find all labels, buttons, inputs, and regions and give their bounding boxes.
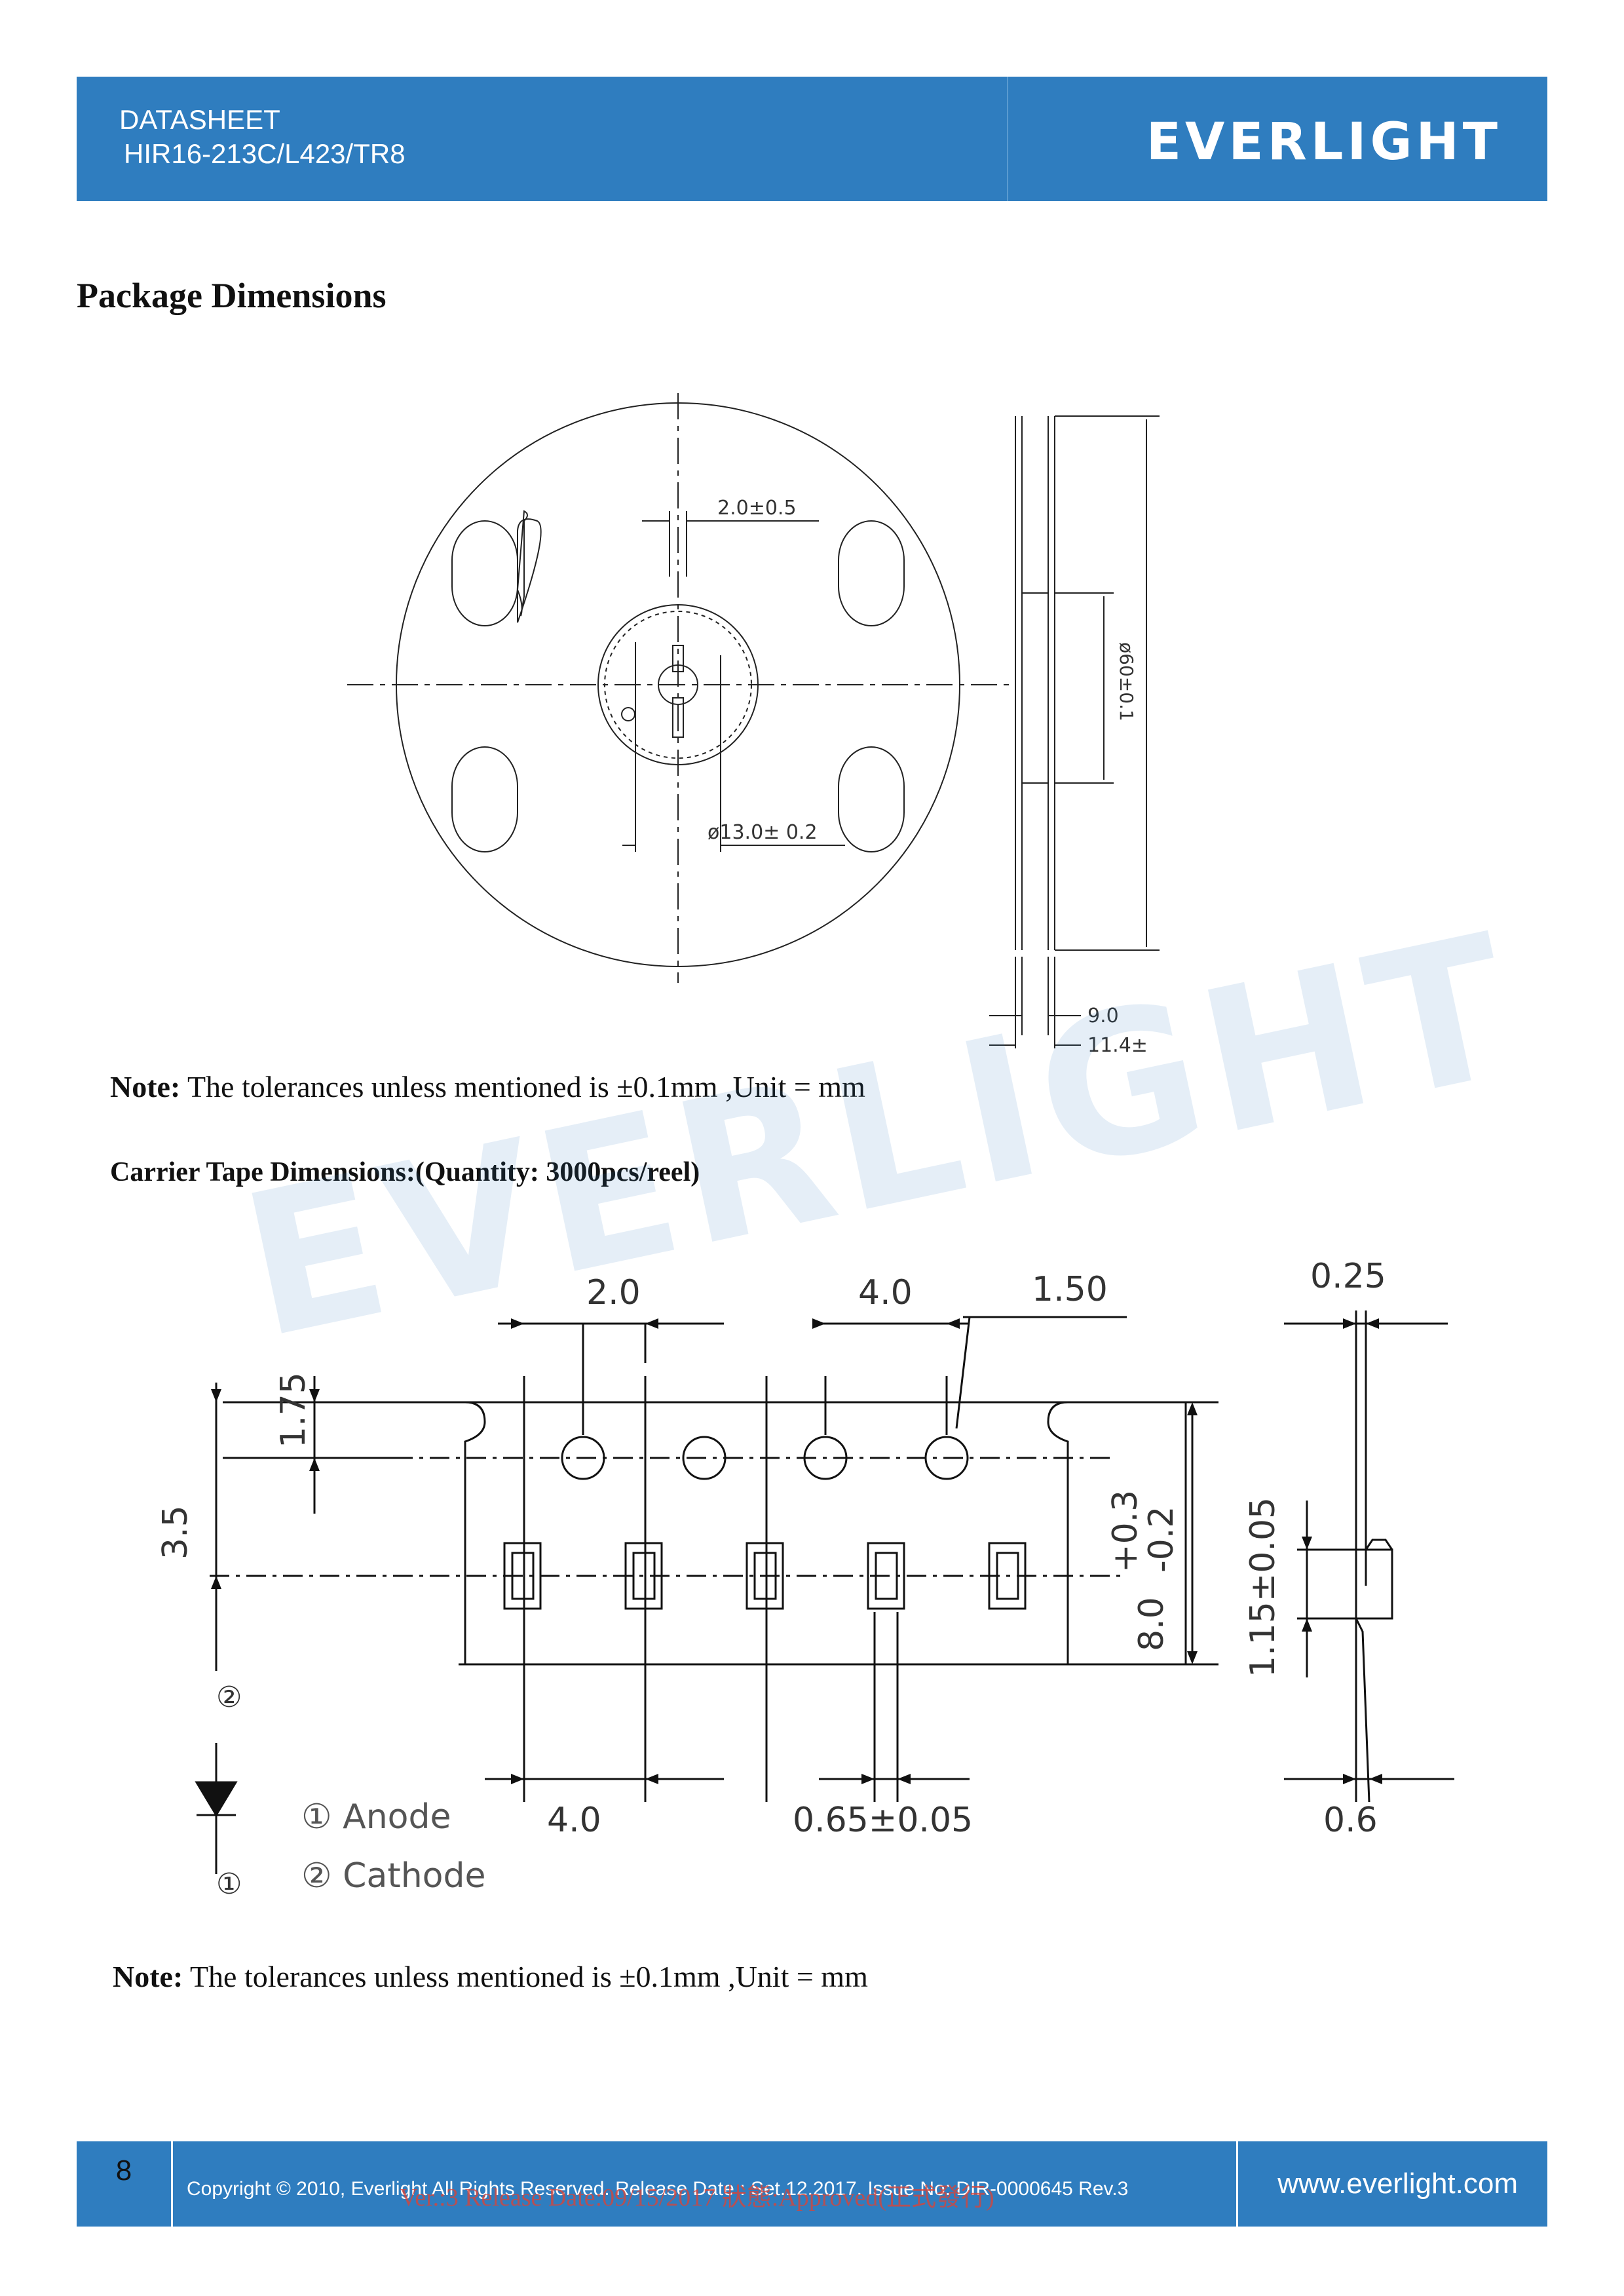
doc-type-label: DATASHEET bbox=[119, 104, 280, 135]
pin1-marker: ① bbox=[216, 1867, 242, 1901]
dim-hub-diameter: ø13.0± 0.2 bbox=[708, 821, 818, 844]
header-divider bbox=[1007, 77, 1008, 201]
note-text: The tolerances unless mentioned is ±0.1m… bbox=[183, 1960, 868, 1993]
dim-tape-width-tol-plus: +0.3 bbox=[1106, 1490, 1145, 1573]
part-number: HIR16-213C/L423/TR8 bbox=[124, 138, 406, 169]
dim-hub-slot: 2.0±0.5 bbox=[717, 497, 797, 520]
note-label: Note: bbox=[110, 1070, 181, 1103]
dim-tape-width-tol-minus: -0.2 bbox=[1142, 1506, 1181, 1573]
release-stamp: Ver.:3 Release Date:09/15/2017 狀態:Approv… bbox=[400, 2184, 994, 2211]
dim-inner-width: 9.0 bbox=[1087, 1004, 1119, 1027]
page-title: Package Dimensions bbox=[77, 276, 387, 315]
website-link[interactable]: www.everlight.com bbox=[1277, 2168, 1518, 2200]
dim-pocket-depth: 1.15±0.05 bbox=[1243, 1497, 1283, 1677]
header-bar: DATASHEET HIR16-213C/L423/TR8 EVERLIGHT bbox=[77, 77, 1547, 201]
footer-divider bbox=[1236, 2141, 1238, 2227]
footer-bar: 8 Copyright © 2010, Everlight All Rights… bbox=[77, 2141, 1547, 2227]
copyright-text: Copyright © 2010, Everlight All Rights R… bbox=[187, 2178, 1129, 2200]
dim-pocket-pitch: 4.0 bbox=[547, 1801, 601, 1840]
note-label: Note: bbox=[113, 1960, 183, 1993]
carrier-tape-drawing: 2.0 4.0 1.50 0.25 1.75 3.5 8.0 +0.3 -0.2… bbox=[156, 1257, 1454, 1901]
brand-logo: EVERLIGHT bbox=[1146, 113, 1501, 172]
dim-center-offset: 3.5 bbox=[156, 1505, 195, 1559]
dim-hole-pitch: 4.0 bbox=[858, 1273, 913, 1312]
legend-anode: ① Anode bbox=[301, 1797, 451, 1837]
dim-tape-width: 8.0 bbox=[1132, 1597, 1171, 1651]
note-reel: Note: The tolerances unless mentioned is… bbox=[110, 1069, 865, 1104]
legend-cathode: ② Cathode bbox=[301, 1856, 485, 1896]
reel-drawing: 2.0±0.5 ø13.0± 0.2 ø60±0.1 9.0 11.4± bbox=[347, 393, 1160, 1057]
dim-flange-diameter: ø60±0.1 bbox=[1116, 642, 1137, 721]
page-number: 8 bbox=[77, 2141, 173, 2227]
dim-edge-to-holes: 1.75 bbox=[274, 1372, 313, 1448]
dim-hole-offset: 2.0 bbox=[586, 1273, 641, 1312]
dim-outer-width: 11.4± bbox=[1087, 1034, 1148, 1057]
note-carrier-tape: Note: The tolerances unless mentioned is… bbox=[113, 1959, 868, 1994]
dim-tape-thickness: 0.25 bbox=[1310, 1257, 1386, 1296]
pin2-marker: ② bbox=[216, 1681, 242, 1714]
note-text: The tolerances unless mentioned is ±0.1m… bbox=[180, 1070, 865, 1103]
dim-hole-diameter: 1.50 bbox=[1032, 1270, 1108, 1309]
carrier-tape-title: Carrier Tape Dimensions:(Quantity: 3000p… bbox=[110, 1157, 700, 1187]
dim-base-width: 0.6 bbox=[1323, 1801, 1378, 1840]
dim-pocket-width: 0.65±0.05 bbox=[793, 1801, 973, 1840]
